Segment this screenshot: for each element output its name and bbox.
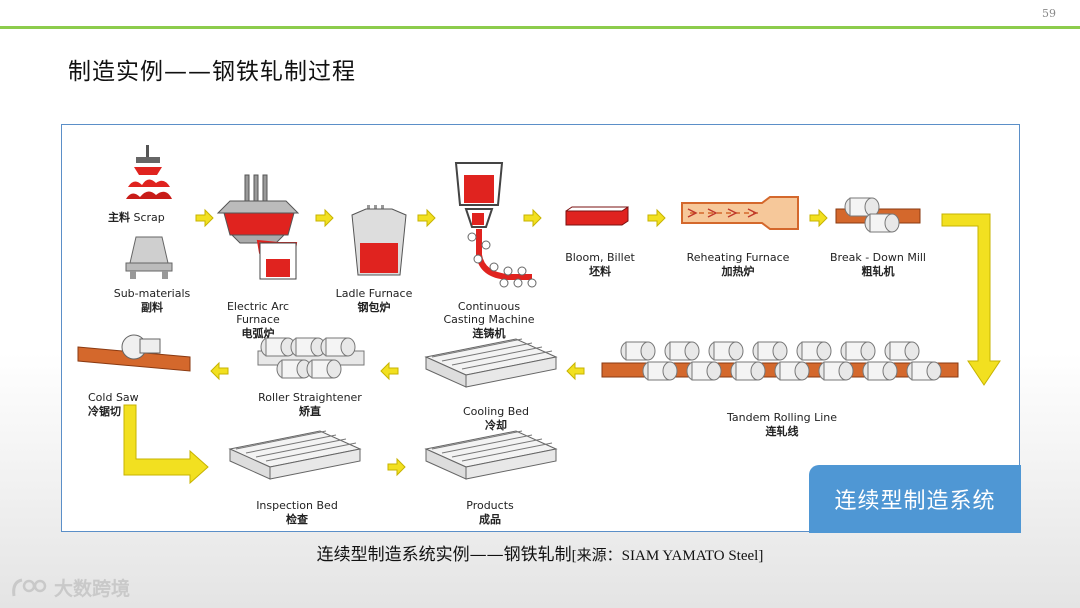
stage-products-en: Products xyxy=(466,499,514,512)
stage-coldsaw-zh: 冷锯切 xyxy=(88,405,121,418)
inspection-drawing xyxy=(229,430,361,480)
ccm-drawing xyxy=(454,162,537,288)
stage-coldsaw: Cold Saw 冷锯切 xyxy=(88,391,184,418)
stage-cooling-zh: 冷却 xyxy=(485,419,507,432)
breakdown-drawing xyxy=(835,197,921,233)
watermark: 大数跨境 xyxy=(10,574,130,601)
page-title: 制造实例——钢铁轧制过程 xyxy=(68,59,356,85)
stage-straightener-en: Roller Straightener xyxy=(258,391,362,404)
stage-eaf: Electric Arc Furnace 电弧炉 xyxy=(212,287,304,353)
straightener-drawing xyxy=(257,337,365,379)
stage-tandem: Tandem Rolling Line 连轧线 xyxy=(712,411,852,438)
stage-scrap: 主料 Scrap xyxy=(108,211,165,224)
scrap-drawing xyxy=(126,145,172,199)
stage-ccm-en: Continuous Casting Machine xyxy=(443,300,535,326)
stage-submaterials-en: Sub-materials xyxy=(113,287,191,300)
process-diagram: 主料 Scrap Sub-materials 副料 Electric Arc F… xyxy=(61,124,1021,533)
process-drawing xyxy=(77,145,1001,485)
stage-cooling-en: Cooling Bed xyxy=(463,405,529,418)
stage-products-zh: 成品 xyxy=(479,513,501,526)
stage-reheat-en: Reheating Furnace xyxy=(686,251,790,264)
stage-straightener-zh: 矫直 xyxy=(299,405,321,418)
stage-ladle-en: Ladle Furnace xyxy=(335,287,413,300)
flow-arrow-down xyxy=(941,213,1001,386)
submaterials-drawing xyxy=(125,236,173,279)
stage-eaf-en: Electric Arc Furnace xyxy=(226,300,290,326)
stage-inspection: Inspection Bed 检查 xyxy=(238,499,356,526)
stage-bloom-zh: 坯料 xyxy=(589,265,611,278)
stage-cooling: Cooling Bed 冷却 xyxy=(448,405,544,432)
stage-breakdown: Break - Down Mill 粗轧机 xyxy=(820,251,936,278)
products-drawing xyxy=(425,430,557,480)
reheat-drawing xyxy=(681,196,799,230)
stage-ccm: Continuous Casting Machine 连铸机 xyxy=(428,287,550,353)
caption-main: 连续型制造系统实例——钢铁轧制 xyxy=(316,545,572,565)
stage-inspection-en: Inspection Bed xyxy=(256,499,338,512)
page-number: 59 xyxy=(1042,7,1056,20)
stage-submaterials-zh: 副料 xyxy=(141,301,163,314)
top-accent-bar xyxy=(0,26,1080,29)
stage-products: Products 成品 xyxy=(442,499,538,526)
stage-submaterials: Sub-materials 副料 xyxy=(104,287,200,314)
stage-bloom-en: Bloom, Billet xyxy=(565,251,635,264)
stage-scrap-zh: 主料 xyxy=(108,211,130,224)
eaf-drawing xyxy=(216,174,300,280)
stage-coldsaw-en: Cold Saw xyxy=(88,391,139,404)
stage-tandem-zh: 连轧线 xyxy=(765,425,799,438)
stage-eaf-zh: 电弧炉 xyxy=(241,327,275,340)
stage-ladle-zh: 钢包炉 xyxy=(357,301,391,314)
bloom-drawing xyxy=(565,206,629,226)
stage-breakdown-en: Break - Down Mill xyxy=(830,251,926,264)
stage-reheat: Reheating Furnace 加热炉 xyxy=(678,251,798,278)
stage-straightener: Roller Straightener 矫直 xyxy=(250,391,370,418)
watermark-text: 大数跨境 xyxy=(54,578,131,600)
stage-inspection-zh: 检查 xyxy=(286,513,308,526)
stage-tandem-en: Tandem Rolling Line xyxy=(727,411,837,424)
tandem-drawing xyxy=(601,341,959,381)
stage-reheat-zh: 加热炉 xyxy=(721,265,755,278)
stage-ccm-zh: 连铸机 xyxy=(472,327,506,340)
logo-icon xyxy=(12,578,47,596)
caption-source: [来源：SIAM YAMATO Steel] xyxy=(571,548,764,564)
flow-arrow-down-right xyxy=(123,404,209,485)
figure-caption: 连续型制造系统实例——钢铁轧制[来源：SIAM YAMATO Steel] xyxy=(0,540,1080,565)
stage-ladle: Ladle Furnace 钢包炉 xyxy=(324,287,424,314)
stage-bloom: Bloom, Billet 坯料 xyxy=(552,251,648,278)
stage-scrap-en: Scrap xyxy=(133,211,165,224)
coldsaw-drawing xyxy=(77,334,191,372)
stage-breakdown-zh: 粗轧机 xyxy=(861,265,895,278)
ladle-drawing xyxy=(351,205,407,276)
system-badge: 连续型制造系统 xyxy=(809,465,1021,533)
